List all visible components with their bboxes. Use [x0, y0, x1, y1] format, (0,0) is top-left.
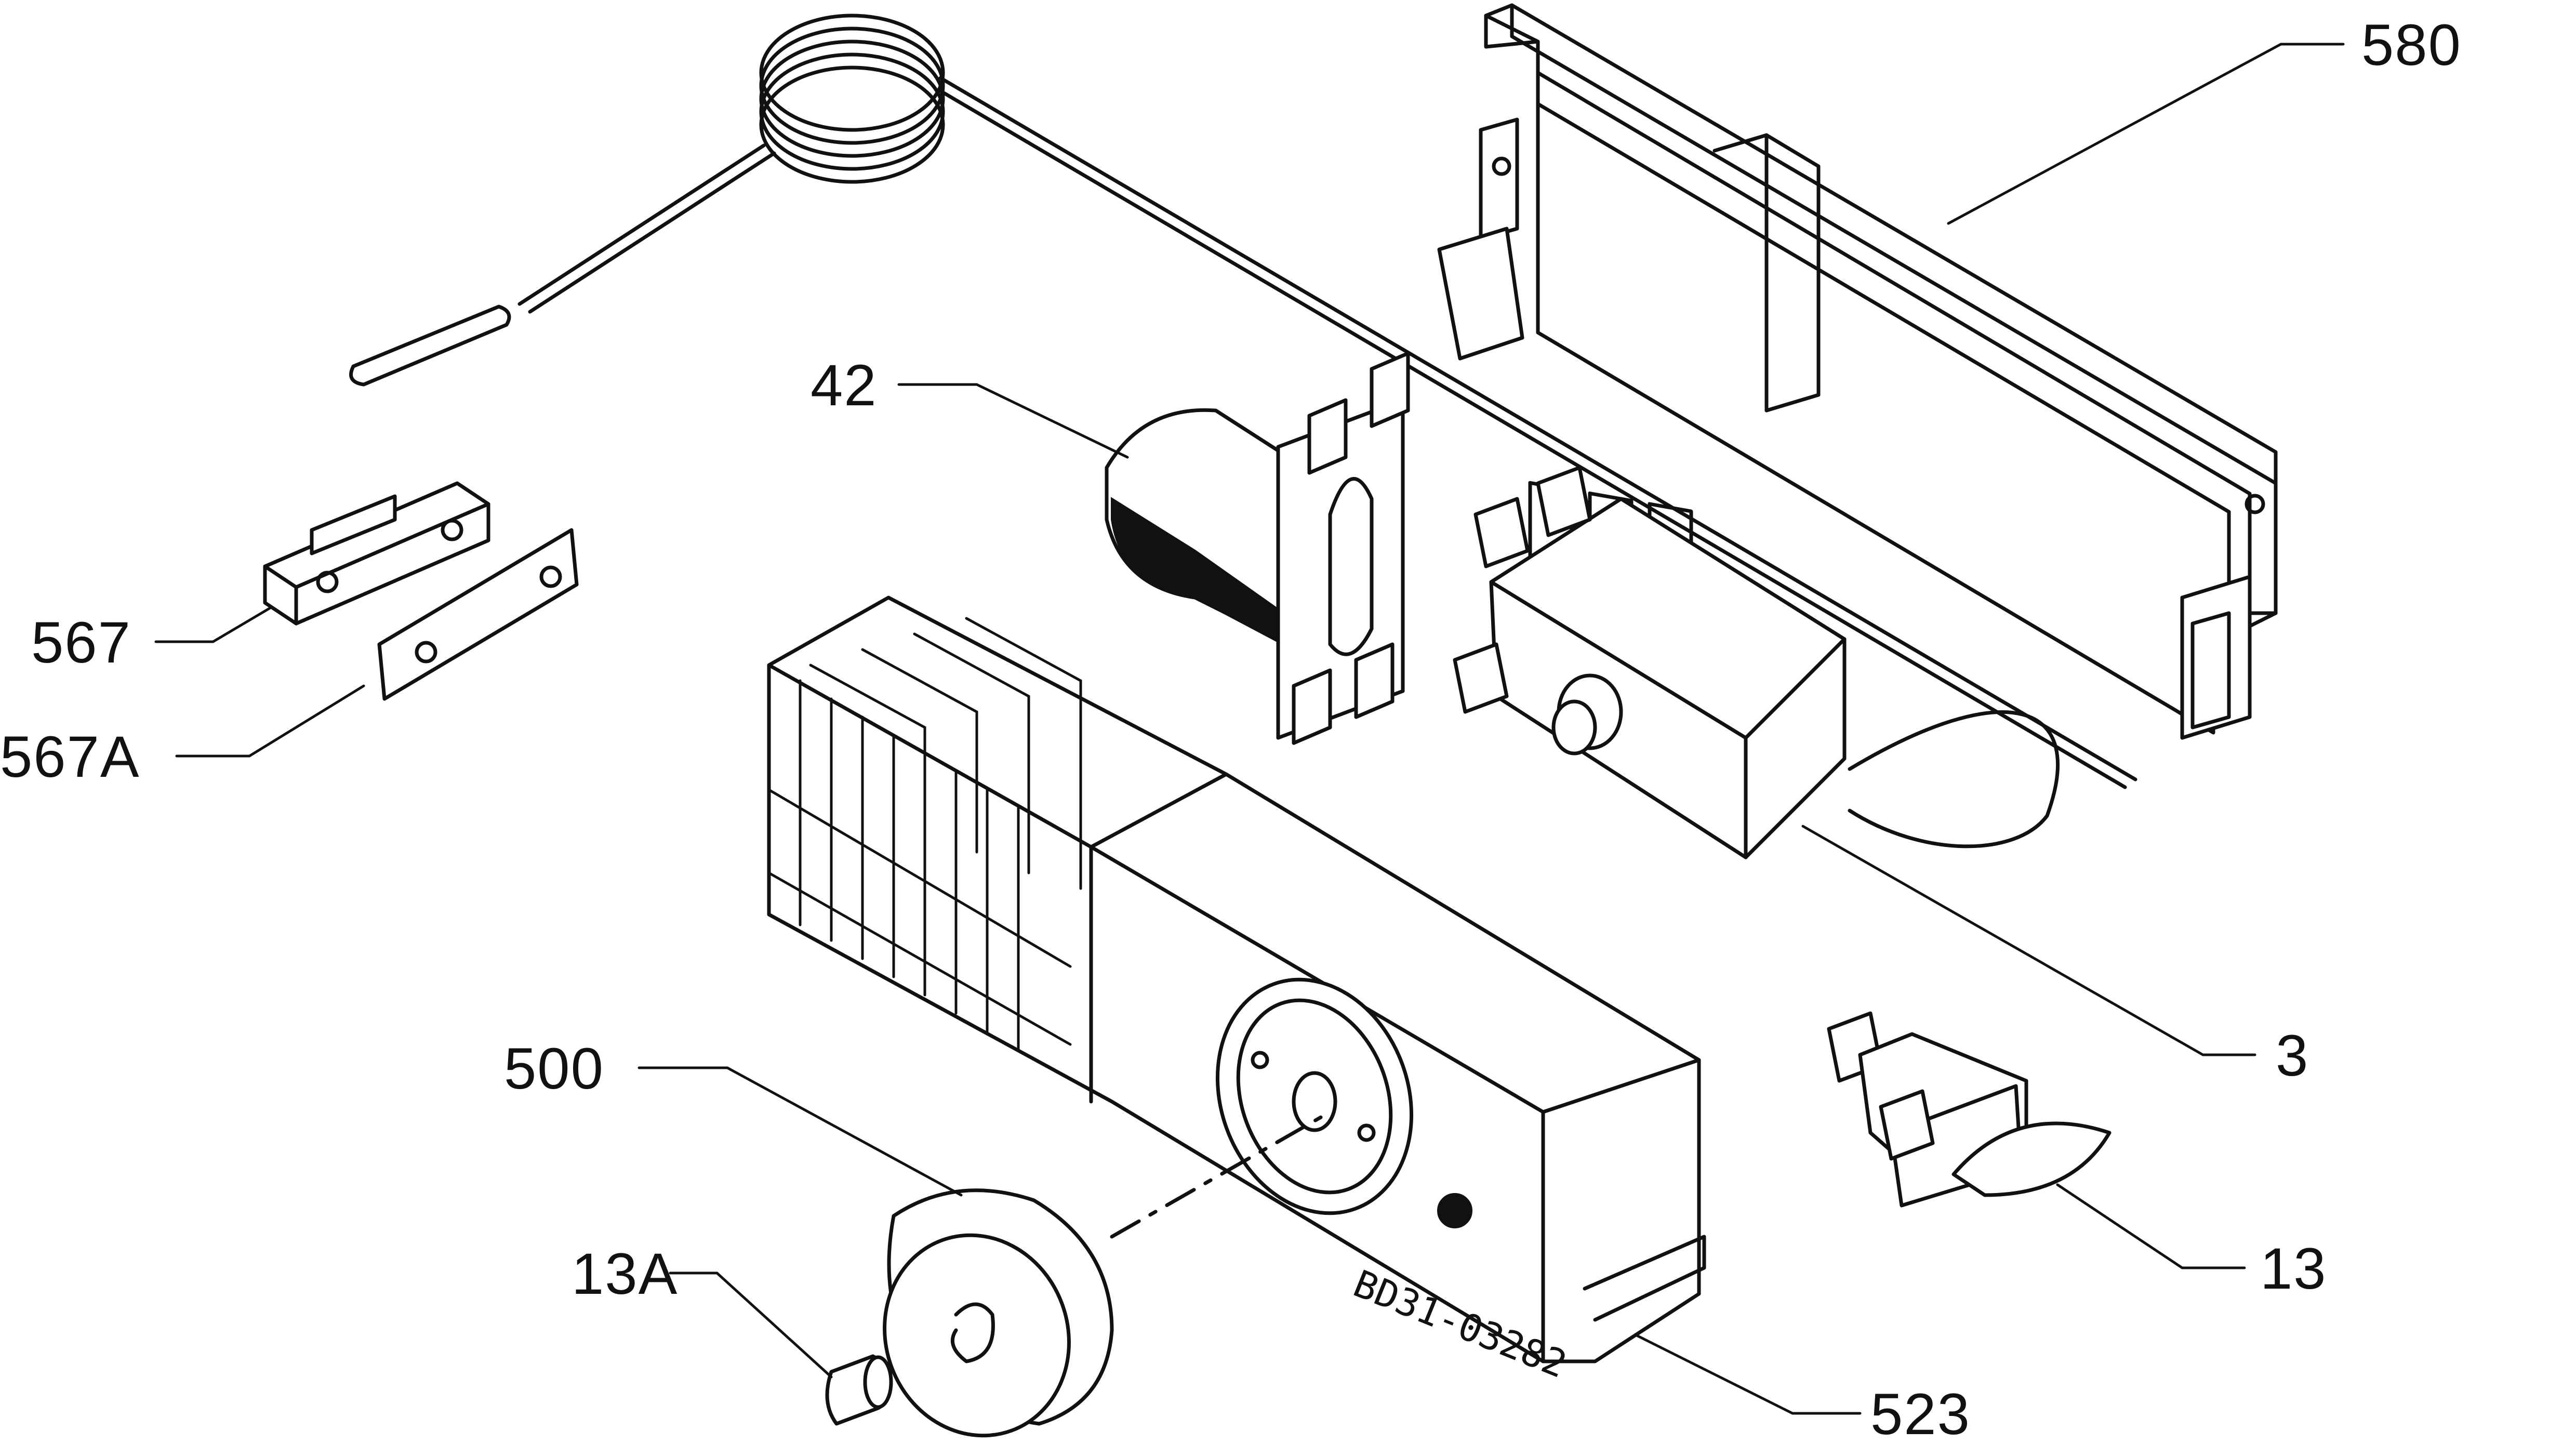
leader-580: [1947, 43, 2345, 225]
label-3: 3: [2276, 1023, 2309, 1088]
housing-523: [767, 595, 1706, 1363]
leader-42: [897, 383, 1129, 459]
label-500: 500: [504, 1036, 604, 1101]
leader-13a: [669, 1271, 833, 1379]
label-13: 13: [2260, 1236, 2327, 1301]
label-580: 580: [2361, 12, 2462, 77]
leader-lines: [154, 43, 2345, 1415]
pin-13a: [825, 1354, 893, 1426]
leader-3: [1801, 825, 2256, 1056]
label-523: 523: [1870, 1382, 1971, 1444]
leader-567: [154, 606, 272, 643]
leader-13: [2056, 1183, 2246, 1269]
capillary-tube: [349, 14, 2137, 849]
label-567: 567: [31, 610, 131, 675]
clip-567: [263, 481, 490, 626]
leader-523: [1635, 1334, 1862, 1415]
label-42: 42: [811, 353, 878, 418]
motor-42: [1105, 351, 1410, 745]
knob-500: [883, 1110, 1332, 1438]
label-567a: 567A: [0, 724, 140, 789]
part-labels: 580 42 567 567A 3 500 13A 13 523 BD31-03…: [0, 12, 2462, 1444]
label-13a: 13A: [572, 1241, 678, 1306]
thermostat-3: [1453, 466, 1847, 859]
leader-500: [638, 1066, 963, 1197]
switch-13: [1827, 1011, 2112, 1208]
plate-567a: [377, 528, 579, 701]
leader-567a: [175, 684, 365, 758]
